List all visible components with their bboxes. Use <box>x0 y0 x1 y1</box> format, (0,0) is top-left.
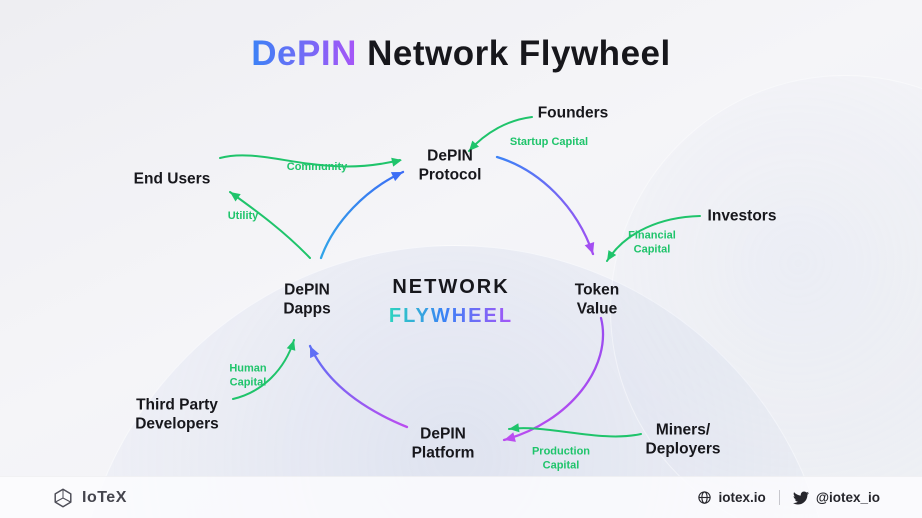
website-text: iotex.io <box>718 490 766 505</box>
arrowhead-protocol-to-token <box>584 242 595 254</box>
footer-divider <box>778 490 780 505</box>
edge-label-human-line1: Human <box>229 362 267 375</box>
arrowhead-dapps-to-protocol <box>390 172 403 182</box>
arrowhead-investors-to-token <box>607 250 617 261</box>
actor-developers-line2: Developers <box>135 416 219 433</box>
edge-label-startup-capital: Startup Capital <box>509 135 589 148</box>
node-depin-platform-line2: Platform <box>411 445 475 462</box>
arrow-token-to-platform <box>502 316 605 442</box>
arrowhead-token-to-platform <box>504 432 516 442</box>
edge-label-financial-line1: Financial <box>628 229 676 242</box>
page-title: DePIN Network Flywheel <box>0 34 922 74</box>
edge-label-production-line2: Capital <box>542 460 580 472</box>
twitter-icon <box>792 491 809 505</box>
node-token-value: Token Value <box>575 281 620 320</box>
edge-label-community: Community <box>286 160 348 173</box>
actor-miners-line2: Deployers <box>645 441 721 458</box>
edge-label-utility: Utility <box>227 209 259 222</box>
arrowhead-utility <box>230 192 241 202</box>
twitter-handle: @iotex_io <box>815 490 880 505</box>
arrow-dapps-to-protocol <box>319 170 405 260</box>
edge-label-human-capital: Human Capital <box>229 362 266 391</box>
actor-founders: Founders <box>537 104 609 122</box>
footer-bar: IoTeX iotex.io @iotex_io <box>0 476 922 518</box>
title-rest: Network Flywheel <box>356 34 671 73</box>
arrow-investors-to-token <box>606 215 701 262</box>
arrowhead-platform-to-dapps <box>310 346 320 359</box>
arrow-miners-to-platform <box>508 427 642 438</box>
arrow-platform-to-dapps <box>308 344 409 429</box>
actor-investors: Investors <box>707 207 777 225</box>
node-depin-platform: DePIN Platform <box>412 425 475 464</box>
node-token-value-line1: Token <box>574 281 620 299</box>
arrowhead-miners-to-platform <box>509 423 520 433</box>
actor-third-party-developers: Third Party Developers <box>135 396 219 435</box>
center-label-network: NETWORK <box>392 276 510 298</box>
arrowhead-community <box>391 157 402 167</box>
arrowhead-founders-to-protocol <box>469 140 479 151</box>
globe-icon <box>697 491 711 504</box>
brand: IoTeX <box>52 487 127 509</box>
node-depin-dapps: DePIN Dapps <box>283 281 330 320</box>
brand-name: IoTeX <box>82 488 127 506</box>
center-label-flywheel: FLYWHEEL <box>389 302 513 331</box>
actor-end-users: End Users <box>133 170 211 188</box>
arrow-endusers-to-protocol-community <box>219 154 401 168</box>
title-highlight: DePIN <box>251 34 357 73</box>
actor-developers-line1: Third Party <box>136 396 218 414</box>
actor-miners-deployers: Miners/ Deployers <box>646 421 721 460</box>
arrowhead-developers-to-dapps <box>286 340 296 351</box>
iotex-logo-icon <box>54 488 72 507</box>
edge-label-human-line2: Capital <box>229 377 267 389</box>
edge-label-financial-capital: Financial Capital <box>628 229 676 258</box>
node-depin-protocol: DePIN Protocol <box>419 147 482 186</box>
arrow-dapps-to-endusers-utility <box>229 191 311 259</box>
footer-links: iotex.io @iotex_io <box>697 490 880 506</box>
edge-label-production-line1: Production <box>531 445 591 458</box>
edge-label-financial-line2: Capital <box>633 244 671 256</box>
node-depin-dapps-line2: Dapps <box>283 301 331 318</box>
node-depin-dapps-line1: DePIN <box>284 281 330 299</box>
edge-label-production-capital: Production Capital <box>532 445 590 474</box>
node-depin-protocol-line1: DePIN <box>427 147 473 165</box>
arrow-protocol-to-token <box>495 155 595 256</box>
node-token-value-line2: Value <box>576 301 618 318</box>
actor-miners-line1: Miners/ <box>655 421 711 439</box>
center-label: NETWORK FLYWHEEL <box>389 273 513 331</box>
node-depin-platform-line1: DePIN <box>420 425 466 443</box>
node-depin-protocol-line2: Protocol <box>418 167 482 184</box>
